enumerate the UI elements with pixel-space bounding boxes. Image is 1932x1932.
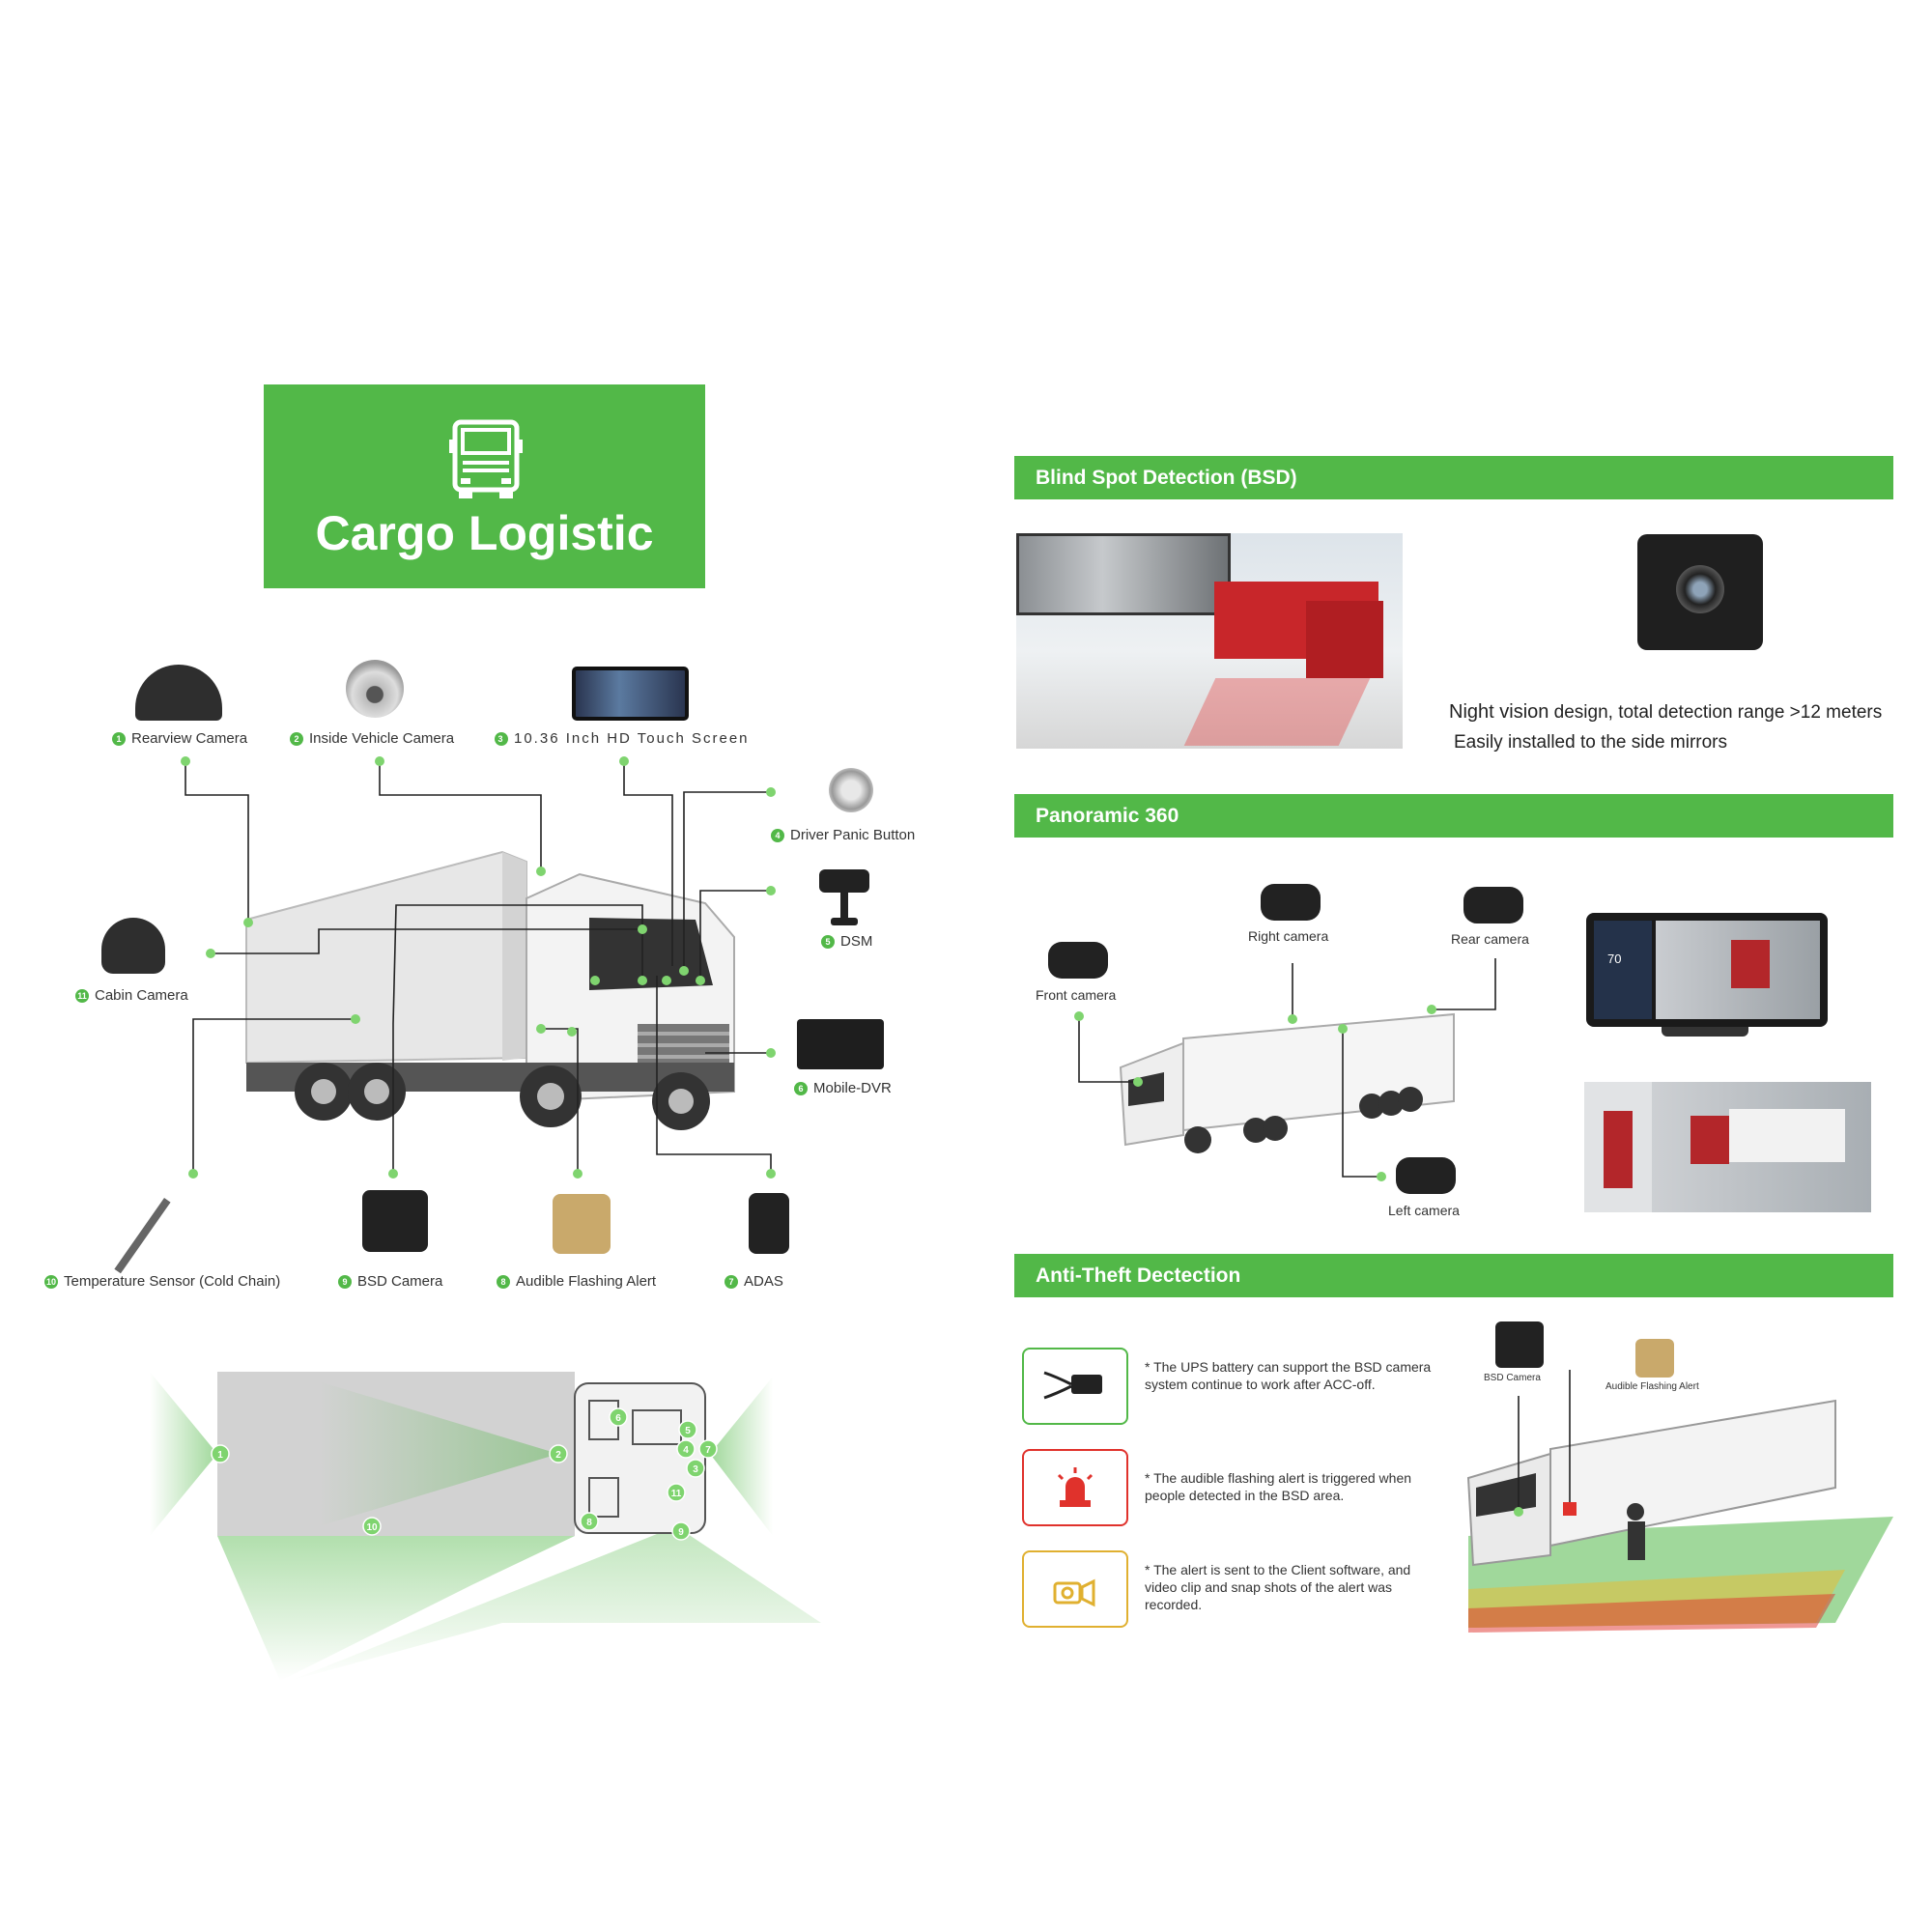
rear-camera-icon: [1463, 887, 1523, 923]
monitor-stand: [1662, 1027, 1748, 1037]
panic-button-icon: [829, 768, 873, 812]
monitor-speed: 70: [1607, 952, 1622, 966]
mobile-dvr-icon: [797, 1019, 884, 1069]
page-title: Cargo Logistic: [315, 506, 654, 560]
front-camera-icon: [1048, 942, 1108, 979]
camera-icon: [1053, 1578, 1095, 1607]
bsd-camera-icon: [362, 1190, 428, 1252]
label-left-camera: Left camera: [1388, 1203, 1460, 1218]
alert-item-recording: [1022, 1550, 1128, 1628]
label-right-camera: Right camera: [1248, 928, 1329, 944]
marker-9: 9: [678, 1527, 684, 1538]
anti-theft-bsd-camera-icon: [1495, 1321, 1544, 1368]
battery-cable-icon: [1043, 1371, 1102, 1400]
right-camera-icon: [1261, 884, 1321, 921]
dsm-icon: [819, 869, 869, 925]
marker-4: 4: [683, 1445, 689, 1456]
marker-10: 10: [366, 1522, 378, 1533]
touch-screen-icon: [572, 667, 689, 721]
anti-theft-audible-alert-icon: [1635, 1339, 1674, 1378]
marker-7: 7: [705, 1445, 711, 1456]
marker-11: 11: [671, 1489, 682, 1499]
marker-5: 5: [685, 1426, 691, 1436]
siren-icon: [1057, 1467, 1094, 1507]
marker-2: 2: [555, 1450, 561, 1461]
bsd-camera-product-icon: [1637, 534, 1763, 650]
adas-icon: [749, 1193, 789, 1254]
marker-8: 8: [586, 1518, 592, 1528]
inside-camera-icon: [346, 660, 404, 718]
section-header-anti-theft: Anti-Theft Dectection: [1014, 1254, 1893, 1297]
alert-text-siren: * The audible flashing alert is triggere…: [1145, 1470, 1412, 1503]
audible-alert-icon: [553, 1194, 611, 1254]
bsd-demo-image: [1016, 533, 1403, 749]
label-anti-theft-audible-alert: Audible Flashing Alert: [1605, 1381, 1699, 1392]
section-header-panoramic: Panoramic 360: [1014, 794, 1893, 838]
bsd-line-2: Easily installed to the side mirrors: [1454, 732, 1727, 753]
alert-item-siren: [1022, 1449, 1128, 1526]
label-front-camera: Front camera: [1036, 987, 1117, 1003]
marker-6: 6: [615, 1413, 621, 1424]
header-banner: Cargo Logistic: [264, 384, 705, 588]
label-rear-camera: Rear camera: [1451, 931, 1529, 947]
cabin-camera-icon: [101, 918, 165, 974]
panoramic-view-image: [1584, 1082, 1871, 1212]
alert-text-ups: * The UPS battery can support the BSD ca…: [1145, 1359, 1432, 1392]
marker-3: 3: [693, 1464, 698, 1475]
truck-icon: [449, 419, 523, 498]
bsd-line-1: Night vision design, total detection ran…: [1449, 701, 1883, 723]
alert-item-ups: [1022, 1348, 1128, 1425]
label-anti-theft-bsd-camera: BSD Camera: [1484, 1373, 1541, 1383]
marker-1: 1: [217, 1450, 223, 1461]
left-camera-icon: [1396, 1157, 1456, 1194]
alert-text-recording: * The alert is sent to the Client softwa…: [1145, 1562, 1411, 1612]
section-header-bsd: Blind Spot Detection (BSD): [1014, 456, 1893, 499]
panoramic-monitor: 70: [1586, 913, 1828, 1027]
